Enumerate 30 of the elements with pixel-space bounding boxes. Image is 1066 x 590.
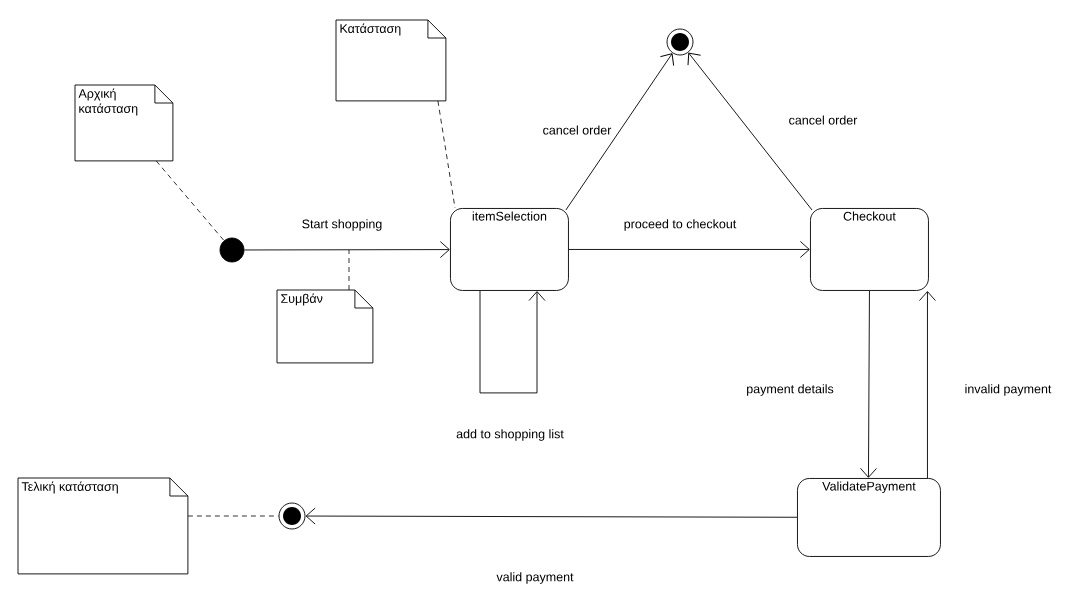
note: Αρχική κατάσταση	[74, 84, 174, 162]
edge-label: add to shopping list	[455, 428, 565, 442]
transition-arrow	[305, 507, 798, 525]
edge-label: cancel order	[787, 114, 859, 126]
edge-label: invalid payment	[963, 383, 1053, 397]
transition-arrow	[244, 241, 450, 259]
note: Συμβάν	[276, 289, 374, 364]
state-box: itemSelection	[450, 208, 569, 291]
transition-arrow	[479, 290, 546, 394]
edge-label: payment details	[745, 383, 835, 397]
transition-arrow	[860, 290, 877, 478]
transition-arrow	[565, 53, 675, 211]
transition-arrow	[687, 52, 813, 211]
edge-label: valid payment	[495, 571, 575, 585]
note: Κατάσταση	[335, 19, 447, 102]
leader-line	[187, 515, 279, 517]
initial-state	[219, 237, 245, 263]
final-state	[666, 28, 694, 56]
leader-line	[155, 160, 225, 241]
edge-label: proceed to checkout	[622, 218, 738, 232]
note: Τελική κατάσταση	[17, 477, 189, 575]
final-state	[278, 502, 306, 530]
leader-line	[437, 100, 456, 209]
edge-label: cancel order	[541, 124, 613, 136]
state-box: Checkout	[810, 208, 929, 291]
transition-arrow	[568, 241, 810, 258]
transition-arrow	[919, 291, 936, 479]
leader-line	[348, 249, 350, 291]
state-box: ValidatePayment	[797, 478, 941, 557]
edge-label: Start shopping	[300, 218, 384, 232]
